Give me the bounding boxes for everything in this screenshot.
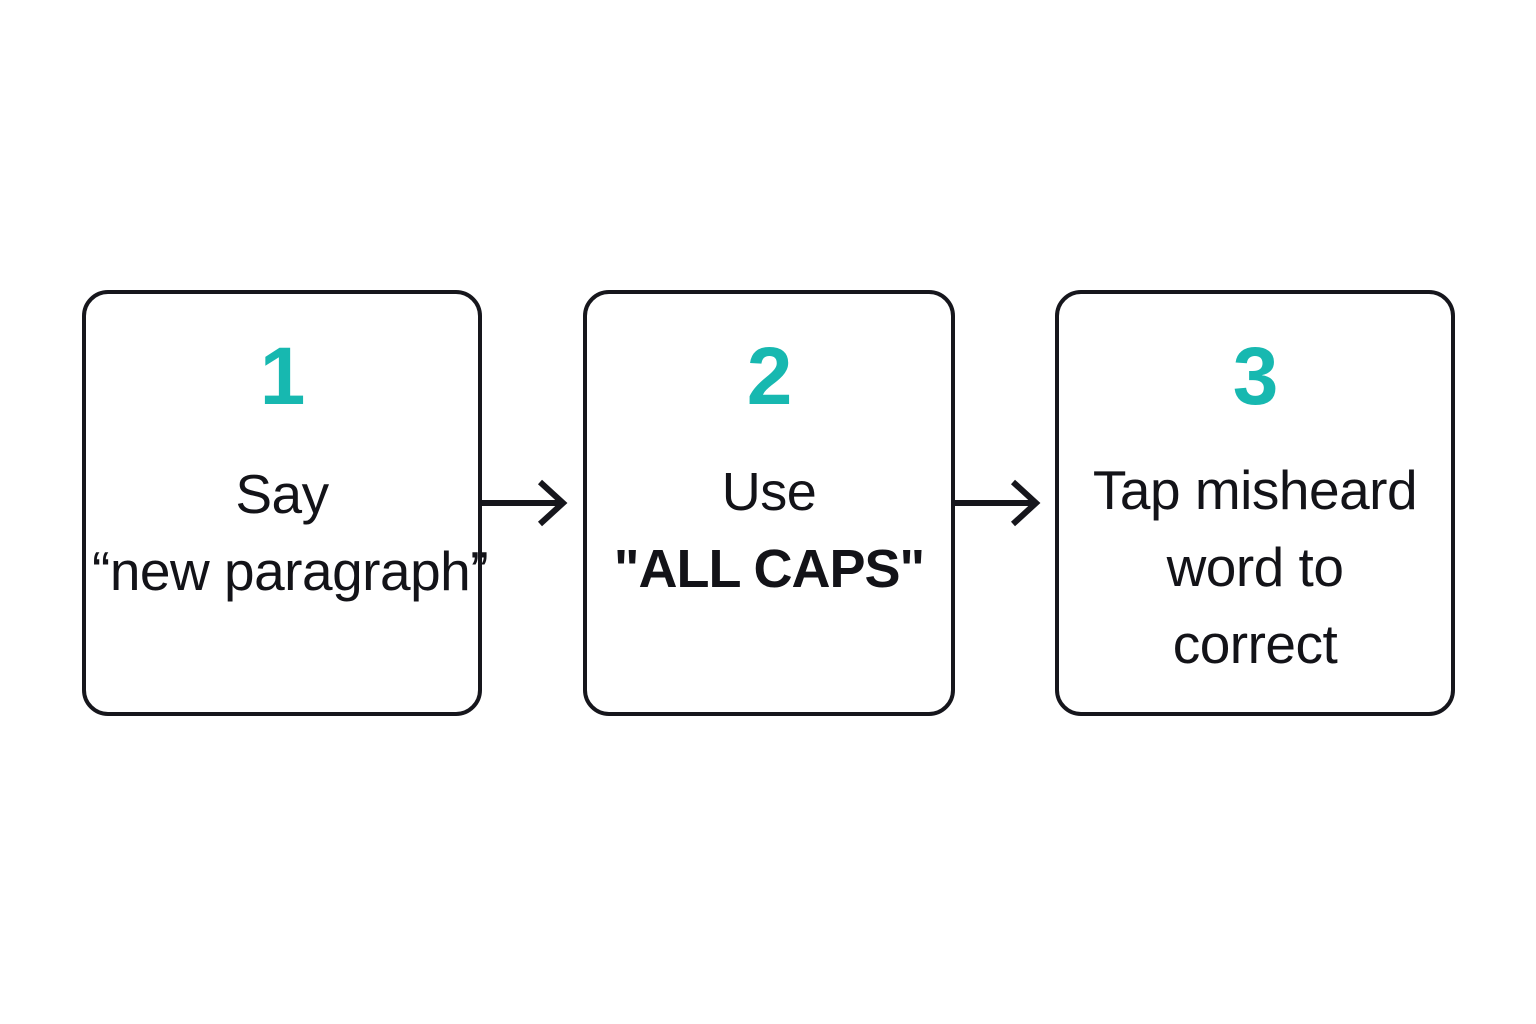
- step-text-2: Use "ALL CAPS": [587, 454, 951, 608]
- step-number-1: 1: [259, 331, 306, 422]
- step-text-line: Tap misheard: [1092, 459, 1418, 521]
- step-card-1: 1 Say “new paragraph”: [82, 290, 489, 716]
- step-text-1: Say “new paragraph”: [86, 456, 489, 610]
- step-text-line: “new paragraph”: [92, 540, 489, 602]
- step-text-line-emphasis: "ALL CAPS": [613, 539, 925, 599]
- arrow-right-icon: [480, 479, 568, 527]
- step-number-2: 2: [746, 331, 793, 422]
- step-card-3: 3 Tap misheard word to correct: [1055, 290, 1455, 716]
- step-text-line: word to: [1166, 536, 1344, 598]
- step-card-2: 2 Use "ALL CAPS": [583, 290, 955, 716]
- step-text-line: correct: [1172, 613, 1338, 675]
- step-text-3: Tap misheard word to correct: [1059, 452, 1451, 683]
- connector-step2-step3: [951, 479, 1059, 527]
- step-text-line: Use: [721, 462, 817, 522]
- connector-step1-step2: [478, 479, 586, 527]
- arrow-right-icon: [953, 479, 1041, 527]
- step-text-line: Say: [235, 463, 329, 525]
- step-number-3: 3: [1232, 331, 1279, 422]
